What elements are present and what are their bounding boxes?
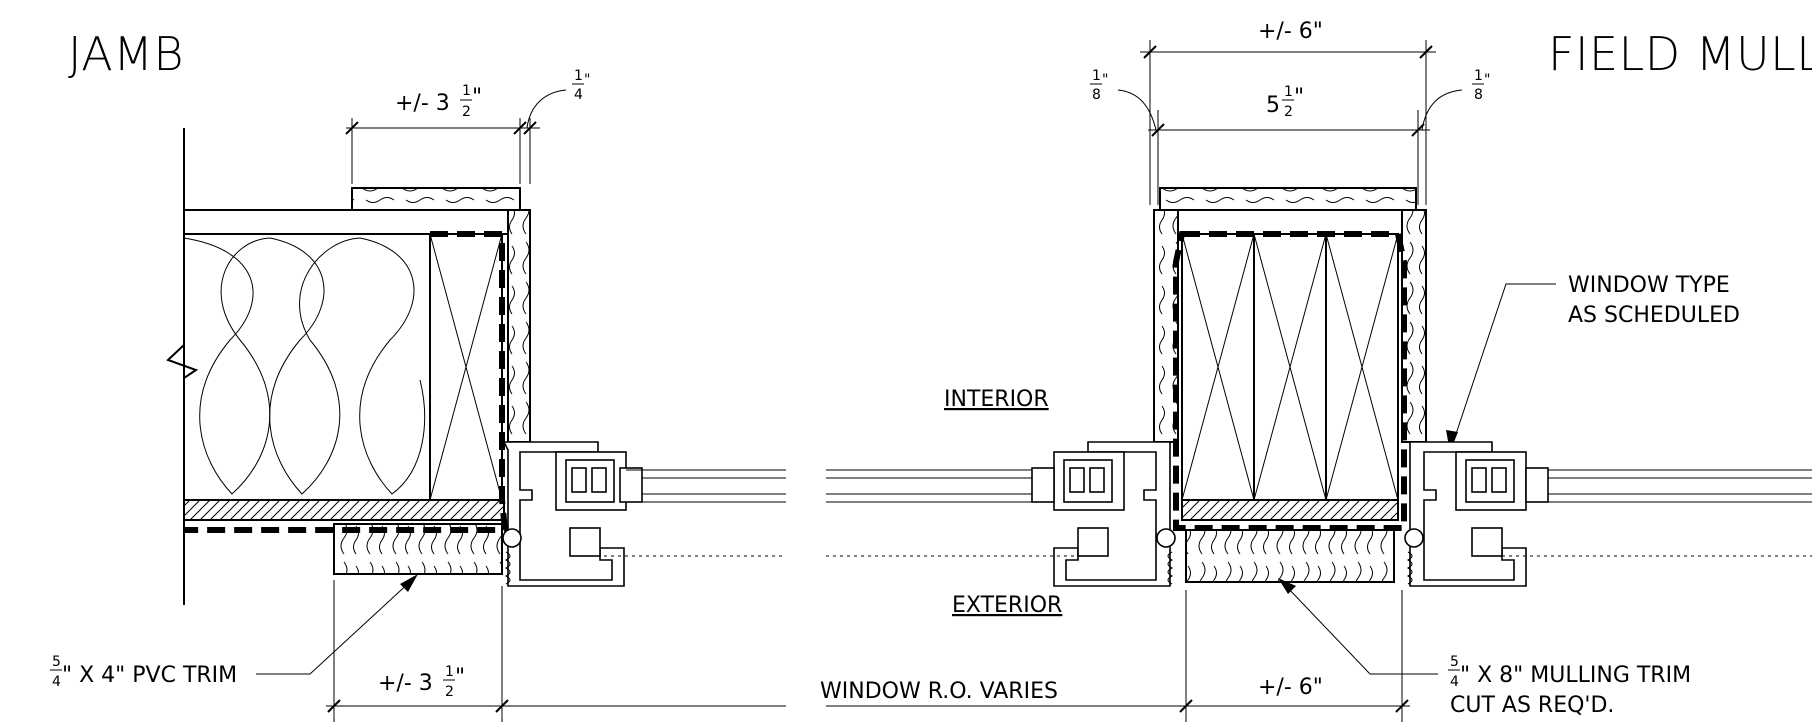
jamb-gap-frac-den: 4 — [574, 87, 583, 103]
jamb-bottom-frac-num: 1 — [445, 664, 454, 680]
window-ro-label: WINDOW R.O. VARIES — [820, 679, 1058, 704]
glazing-jamb — [604, 469, 786, 557]
jamb-title: JAMB — [68, 27, 184, 81]
mull-bottom-dim-text: +/- 6" — [1258, 675, 1323, 700]
field-mull-title: FIELD MULL — [1548, 27, 1812, 81]
mull-top-dimensions: +/- 6" 5 1 2 " 1 8 " 1 8 " — [1090, 19, 1490, 205]
batt-insulation — [183, 233, 431, 501]
jamb-bottom-unit: " — [455, 665, 465, 690]
pvc-trim-text: " X 4" PVC TRIM — [62, 663, 237, 688]
window-frame-mull-right — [1404, 441, 1549, 587]
jamb-extension — [507, 209, 531, 443]
exterior-label: EXTERIOR — [952, 593, 1062, 618]
mull-inner-top-frac-num: 1 — [1284, 84, 1293, 100]
jamb-top-unit: " — [472, 85, 482, 110]
mull-inner-top-frac-den: 2 — [1284, 104, 1293, 120]
svg-text:+/- 3: +/- 3 — [395, 91, 450, 116]
window-frame-mull-left — [1031, 441, 1176, 587]
jamb-top-frac-den: 2 — [462, 104, 471, 120]
jamb-bottom-dimension: +/- 3 1 2 " — [326, 580, 786, 722]
mulling-trim-note: 5 4 " X 8" MULLING TRIM CUT AS REQ'D. — [1278, 578, 1691, 718]
mull-gap-right-frac-num: 1 — [1474, 68, 1483, 84]
jamb-gap-frac-num: 1 — [574, 68, 583, 84]
window-type-line1: WINDOW TYPE — [1568, 273, 1730, 298]
window-type-line2: AS SCHEDULED — [1568, 303, 1740, 328]
jamb-bottom-dim-text: +/- 3 — [378, 671, 433, 696]
mull-gap-right-unit: " — [1484, 72, 1490, 88]
air-barrier — [184, 231, 509, 533]
mulling-trim-frac-num: 5 — [1450, 654, 1459, 670]
mull-interior-casing — [1159, 187, 1417, 211]
mull-air-barrier — [1173, 231, 1407, 531]
interior-label: INTERIOR — [944, 387, 1049, 412]
glazing-mull — [826, 469, 1812, 557]
mull-inner-top-text: 5 — [1266, 93, 1280, 118]
mull-bottom-dimension: +/- 6" — [826, 590, 1410, 722]
mull-sheathing — [1181, 499, 1399, 521]
jamb-gap-unit: " — [584, 72, 590, 88]
interior-casing — [351, 187, 521, 211]
field-mull-detail: FIELD MULL INTERIOR EXTERIOR WINDOW R.O.… — [820, 19, 1812, 722]
pvc-trim-frac-den: 4 — [52, 674, 61, 690]
window-frame-jamb — [502, 441, 643, 587]
mull-gap-right-frac-den: 8 — [1474, 87, 1483, 103]
mulling-trim — [1185, 529, 1395, 583]
jamb-top-dimension: +/- 3 1 2 " 1 4 " — [345, 68, 590, 184]
jamb-top-dim-text: +/- 3 — [395, 91, 450, 116]
mull-studs — [1181, 233, 1399, 501]
stud — [429, 233, 503, 501]
sheathing — [183, 499, 505, 521]
jamb-detail: JAMB — [50, 27, 786, 722]
mull-inner-top-unit: " — [1294, 85, 1304, 110]
mull-overall-top-text: +/- 6" — [1258, 19, 1323, 44]
jamb-bottom-frac-den: 2 — [445, 684, 454, 700]
mull-gap-left-unit: " — [1102, 72, 1108, 88]
jamb-top-frac-num: 1 — [462, 83, 471, 99]
pvc-trim — [333, 523, 503, 575]
pvc-trim-note: 5 4 " X 4" PVC TRIM — [50, 574, 418, 690]
mulling-trim-frac-den: 4 — [1450, 674, 1459, 690]
window-type-note: WINDOW TYPE AS SCHEDULED — [1446, 273, 1740, 452]
mulling-trim-line2-text: CUT AS REQ'D. — [1450, 693, 1614, 718]
pvc-trim-frac-num: 5 — [52, 654, 61, 670]
interior-wall-line — [166, 128, 199, 605]
mulling-trim-line1-text: " X 8" MULLING TRIM — [1460, 663, 1691, 688]
mull-jamb-extension-left — [1153, 209, 1179, 443]
mull-gap-left-frac-num: 1 — [1092, 68, 1101, 84]
mull-gap-left-frac-den: 8 — [1092, 87, 1101, 103]
